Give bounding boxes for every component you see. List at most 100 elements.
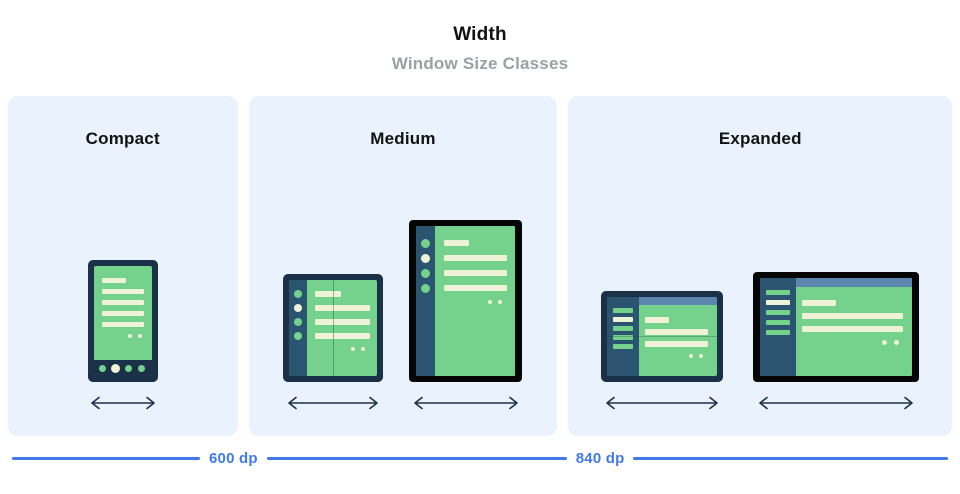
breakpoint-label-600: 600 dp [209, 449, 258, 467]
device-stage-expanded [568, 182, 952, 382]
content-line [645, 341, 709, 347]
width-arrows-compact [8, 392, 238, 414]
content-dot [894, 340, 900, 345]
device-tablet-portrait [409, 220, 523, 382]
device-foldable-portrait [283, 274, 384, 382]
content-line [645, 317, 670, 323]
double-arrow-icon [603, 395, 721, 411]
content-line [315, 291, 342, 297]
panel-title-medium: Medium [370, 129, 436, 148]
nav-dot [294, 332, 303, 340]
content-dot [882, 340, 888, 345]
content-dot [127, 334, 132, 338]
breakpoint-label-840: 840 dp [575, 449, 625, 467]
content-dot [689, 354, 694, 358]
content-line [645, 329, 709, 335]
content-line [444, 255, 508, 261]
device-stage-compact [8, 182, 238, 382]
panel-compact: Compact [8, 96, 238, 436]
arrow-foldable-landscape [601, 395, 723, 411]
legend-rule-right [633, 456, 948, 460]
nav-dot [137, 365, 145, 372]
nav-bar-item-active [766, 300, 791, 305]
nav-bar-item [613, 344, 634, 349]
content-line [101, 322, 144, 327]
arrow-phone-portrait [88, 395, 158, 411]
content-line [802, 326, 904, 332]
content-line [444, 285, 508, 291]
breakpoint-legend: 600 dp 840 dp [12, 448, 948, 468]
nav-dot [294, 318, 303, 326]
legend-rule-left [12, 456, 200, 460]
device-tablet-landscape [753, 272, 920, 382]
content-line [101, 289, 144, 294]
content-dot [498, 300, 503, 304]
panel-title-expanded: Expanded [718, 129, 802, 148]
size-class-panels: Compact [8, 96, 952, 436]
page-subtitle: Window Size Classes [391, 54, 569, 73]
content-line [101, 300, 144, 305]
nav-dot [421, 284, 431, 293]
nav-dot [124, 365, 132, 372]
width-arrows-medium [249, 392, 558, 414]
content-line [315, 319, 371, 325]
nav-bar-item [766, 310, 791, 315]
device-stage-medium [249, 182, 558, 382]
double-arrow-icon [88, 395, 158, 411]
content-line [444, 270, 508, 276]
foldable-nav-rail [289, 280, 308, 376]
nav-bar-item [613, 335, 634, 340]
double-arrow-icon [285, 395, 381, 411]
nav-bar-item [613, 308, 634, 313]
double-arrow-icon [411, 395, 521, 411]
nav-bar-item [766, 290, 791, 295]
nav-bar-item [766, 330, 791, 335]
device-phone-portrait [87, 260, 158, 382]
panel-medium: Medium [248, 96, 558, 436]
fold-seam [607, 336, 718, 337]
page-header: Width Window Size Classes [0, 0, 960, 92]
content-line [315, 305, 371, 311]
nav-dot-active [421, 254, 431, 263]
legend-rule-middle [266, 456, 567, 460]
app-top-bar [796, 278, 913, 287]
nav-dot-active [294, 304, 303, 312]
tablet-landscape-screen [760, 278, 913, 376]
content-line [101, 278, 126, 283]
app-top-bar [639, 297, 718, 305]
content-line [315, 333, 371, 339]
phone-bottom-nav [93, 360, 152, 376]
fold-seam [333, 280, 335, 376]
content-dot [699, 354, 704, 358]
content-dot [361, 347, 366, 351]
tablet-screen [416, 226, 516, 376]
nav-bar-item [613, 326, 634, 331]
panel-title-compact: Compact [85, 129, 160, 148]
page-title: Width [453, 24, 507, 45]
double-arrow-icon [756, 395, 916, 411]
content-dot [351, 347, 356, 351]
foldable-screen [289, 280, 378, 376]
foldable-landscape-screen [607, 297, 718, 376]
panel-expanded: Expanded [568, 96, 952, 436]
nav-bar-item-active [613, 317, 634, 322]
phone-screen [93, 266, 152, 376]
content-dot [488, 300, 493, 304]
nav-dot-active [110, 364, 120, 373]
nav-dot [98, 365, 106, 372]
nav-dot [421, 269, 431, 278]
content-line [802, 313, 904, 319]
arrow-tablet-landscape [753, 395, 919, 411]
tablet-nav-rail [416, 226, 436, 376]
nav-dot [294, 290, 303, 298]
content-line [101, 311, 144, 316]
arrow-foldable-portrait [283, 395, 383, 411]
device-foldable-landscape [601, 291, 724, 382]
nav-bar-item [766, 320, 791, 325]
content-dot [137, 334, 142, 338]
arrow-tablet-portrait [409, 395, 522, 411]
content-line [802, 300, 837, 306]
nav-dot [421, 239, 431, 248]
content-line [444, 240, 470, 246]
width-arrows-expanded [568, 392, 952, 414]
